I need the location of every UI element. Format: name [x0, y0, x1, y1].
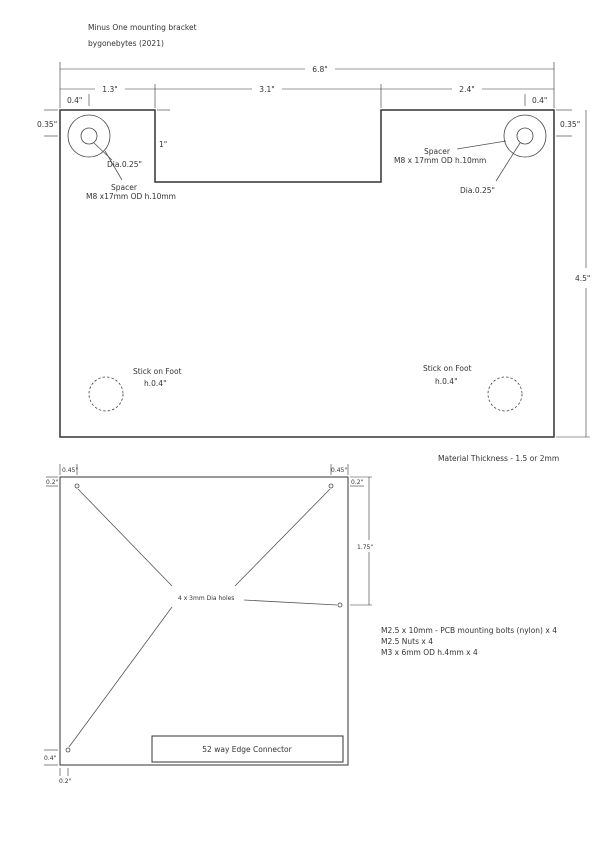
right-hole-dia-label: Dia.0.25": [460, 186, 495, 195]
left-foot-title: Stick on Foot: [133, 367, 182, 376]
right-hole-x-label: 0.4": [532, 96, 547, 105]
pcb-right-hole-drop-label: 1.75": [357, 544, 373, 551]
cutout-depth-label: 1": [159, 140, 167, 149]
pcb-hole-top-left: [74, 483, 80, 489]
left-foot-height: h.0.4": [144, 379, 167, 388]
hole-y-offsets: 0.35" 0.35": [37, 109, 580, 137]
pcb-hole-right: [337, 602, 343, 608]
right-foot-height: h.0.4": [435, 377, 458, 386]
pcb-dimensions: 0.45" 0.45" 0.2" 0.2" 1.75" 0.4" 0.2": [44, 464, 373, 785]
pcb-bottom-left-x-label: 0.2": [59, 778, 72, 785]
right-hole-y-label: 0.35": [560, 120, 580, 129]
overall-width-dimension: 6.8": [59, 62, 555, 108]
bracket-outline: [59, 109, 555, 438]
left-hole-y-label: 0.35": [37, 120, 57, 129]
left-spacer-title: Spacer: [111, 183, 138, 192]
hole-x-offsets: 0.4" 0.4": [67, 94, 547, 106]
cutout-depth-dimension: 1": [157, 109, 170, 149]
left-spacer-spec: M8 x17mm OD h.10mm: [86, 192, 176, 201]
pcb-top-left-y-label: 0.2": [46, 479, 59, 486]
right-span-label: 2.4": [459, 85, 474, 94]
right-spacer-hole: [456, 114, 547, 182]
right-foot-title: Stick on Foot: [423, 364, 472, 373]
pcb-holes-label: 4 x 3mm Dia holes: [178, 595, 234, 602]
pcb-hole-leaders: [68, 488, 338, 748]
edge-connector-box: [151, 735, 344, 763]
pcb-bottom-left-y-label: 0.4": [44, 755, 57, 762]
overall-width-label: 6.8": [312, 65, 327, 74]
pcb-outline: [59, 476, 349, 766]
edge-connector-label: 52 way Edge Connector: [202, 745, 292, 754]
pcb-top-left-x-label: 0.45": [62, 467, 78, 474]
right-spacer-title: Spacer: [424, 147, 451, 156]
pcb-top-right-y-label: 0.2": [351, 479, 364, 486]
parts-item-spacers: M3 x 6mm OD h.4mm x 4: [381, 648, 478, 657]
height-label: 4.5": [575, 274, 590, 283]
left-hole-dia-label: Dia.0.25": [107, 160, 142, 169]
cutout-width-label: 3.1": [259, 85, 274, 94]
right-foot-outline: [487, 376, 523, 412]
drawing-author: bygonebytes (2021): [88, 39, 164, 48]
parts-item-nuts: M2.5 Nuts x 4: [381, 637, 433, 646]
right-spacer-spec: M8 x 17mm OD h.10mm: [394, 156, 486, 165]
material-note: Material Thickness - 1.5 or 2mm: [438, 454, 559, 463]
left-foot-outline: [88, 376, 124, 412]
pcb-hole-bottom-left: [65, 747, 71, 753]
pcb-top-right-x-label: 0.45": [331, 467, 347, 474]
parts-item-bolts: M2.5 x 10mm - PCB mounting bolts (nylon)…: [381, 626, 557, 635]
pcb-hole-top-right: [328, 483, 334, 489]
left-spacer-hole: [67, 114, 123, 181]
drawing-title: Minus One mounting bracket: [88, 23, 197, 32]
segment-dimensions: 1.3" 3.1" 2.4": [60, 84, 554, 108]
height-dimension: 4.5": [556, 110, 590, 438]
left-span-label: 1.3": [102, 85, 117, 94]
left-hole-x-label: 0.4": [67, 96, 82, 105]
